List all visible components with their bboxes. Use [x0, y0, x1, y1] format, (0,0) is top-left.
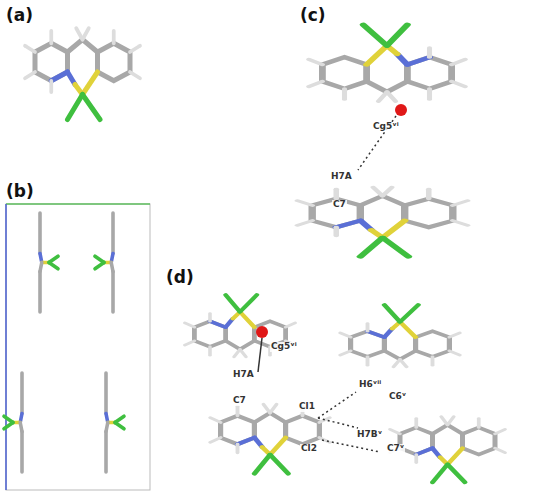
molecule-pair-c [297, 25, 467, 257]
centroid-label: Cg5ᵛⁱ [270, 342, 298, 352]
atom-label: C7ᵛ [386, 444, 405, 454]
atom-label: Cl1 [298, 402, 316, 412]
molecule-a [25, 28, 140, 119]
panel-label: (a) [6, 6, 33, 25]
atom-label: C6ᵛ [388, 392, 407, 402]
panel-label: (b) [6, 182, 34, 201]
atom-label: H7A [330, 172, 353, 182]
centroid-label: Cg5ᵛⁱ [372, 122, 400, 132]
atom-label: H7A [232, 370, 255, 380]
panel-label: (c) [300, 6, 326, 25]
atom-label: H7Bᵛ [356, 430, 383, 440]
unit-cell [4, 204, 150, 490]
atom-label: H6ᵛⁱⁱ [358, 380, 382, 390]
panel-label: (d) [166, 268, 194, 287]
atom-label: Cl2 [300, 444, 318, 454]
molecule-cluster-d [185, 295, 505, 483]
atom-label: C7 [332, 200, 347, 210]
atom-label: C7 [232, 396, 247, 406]
